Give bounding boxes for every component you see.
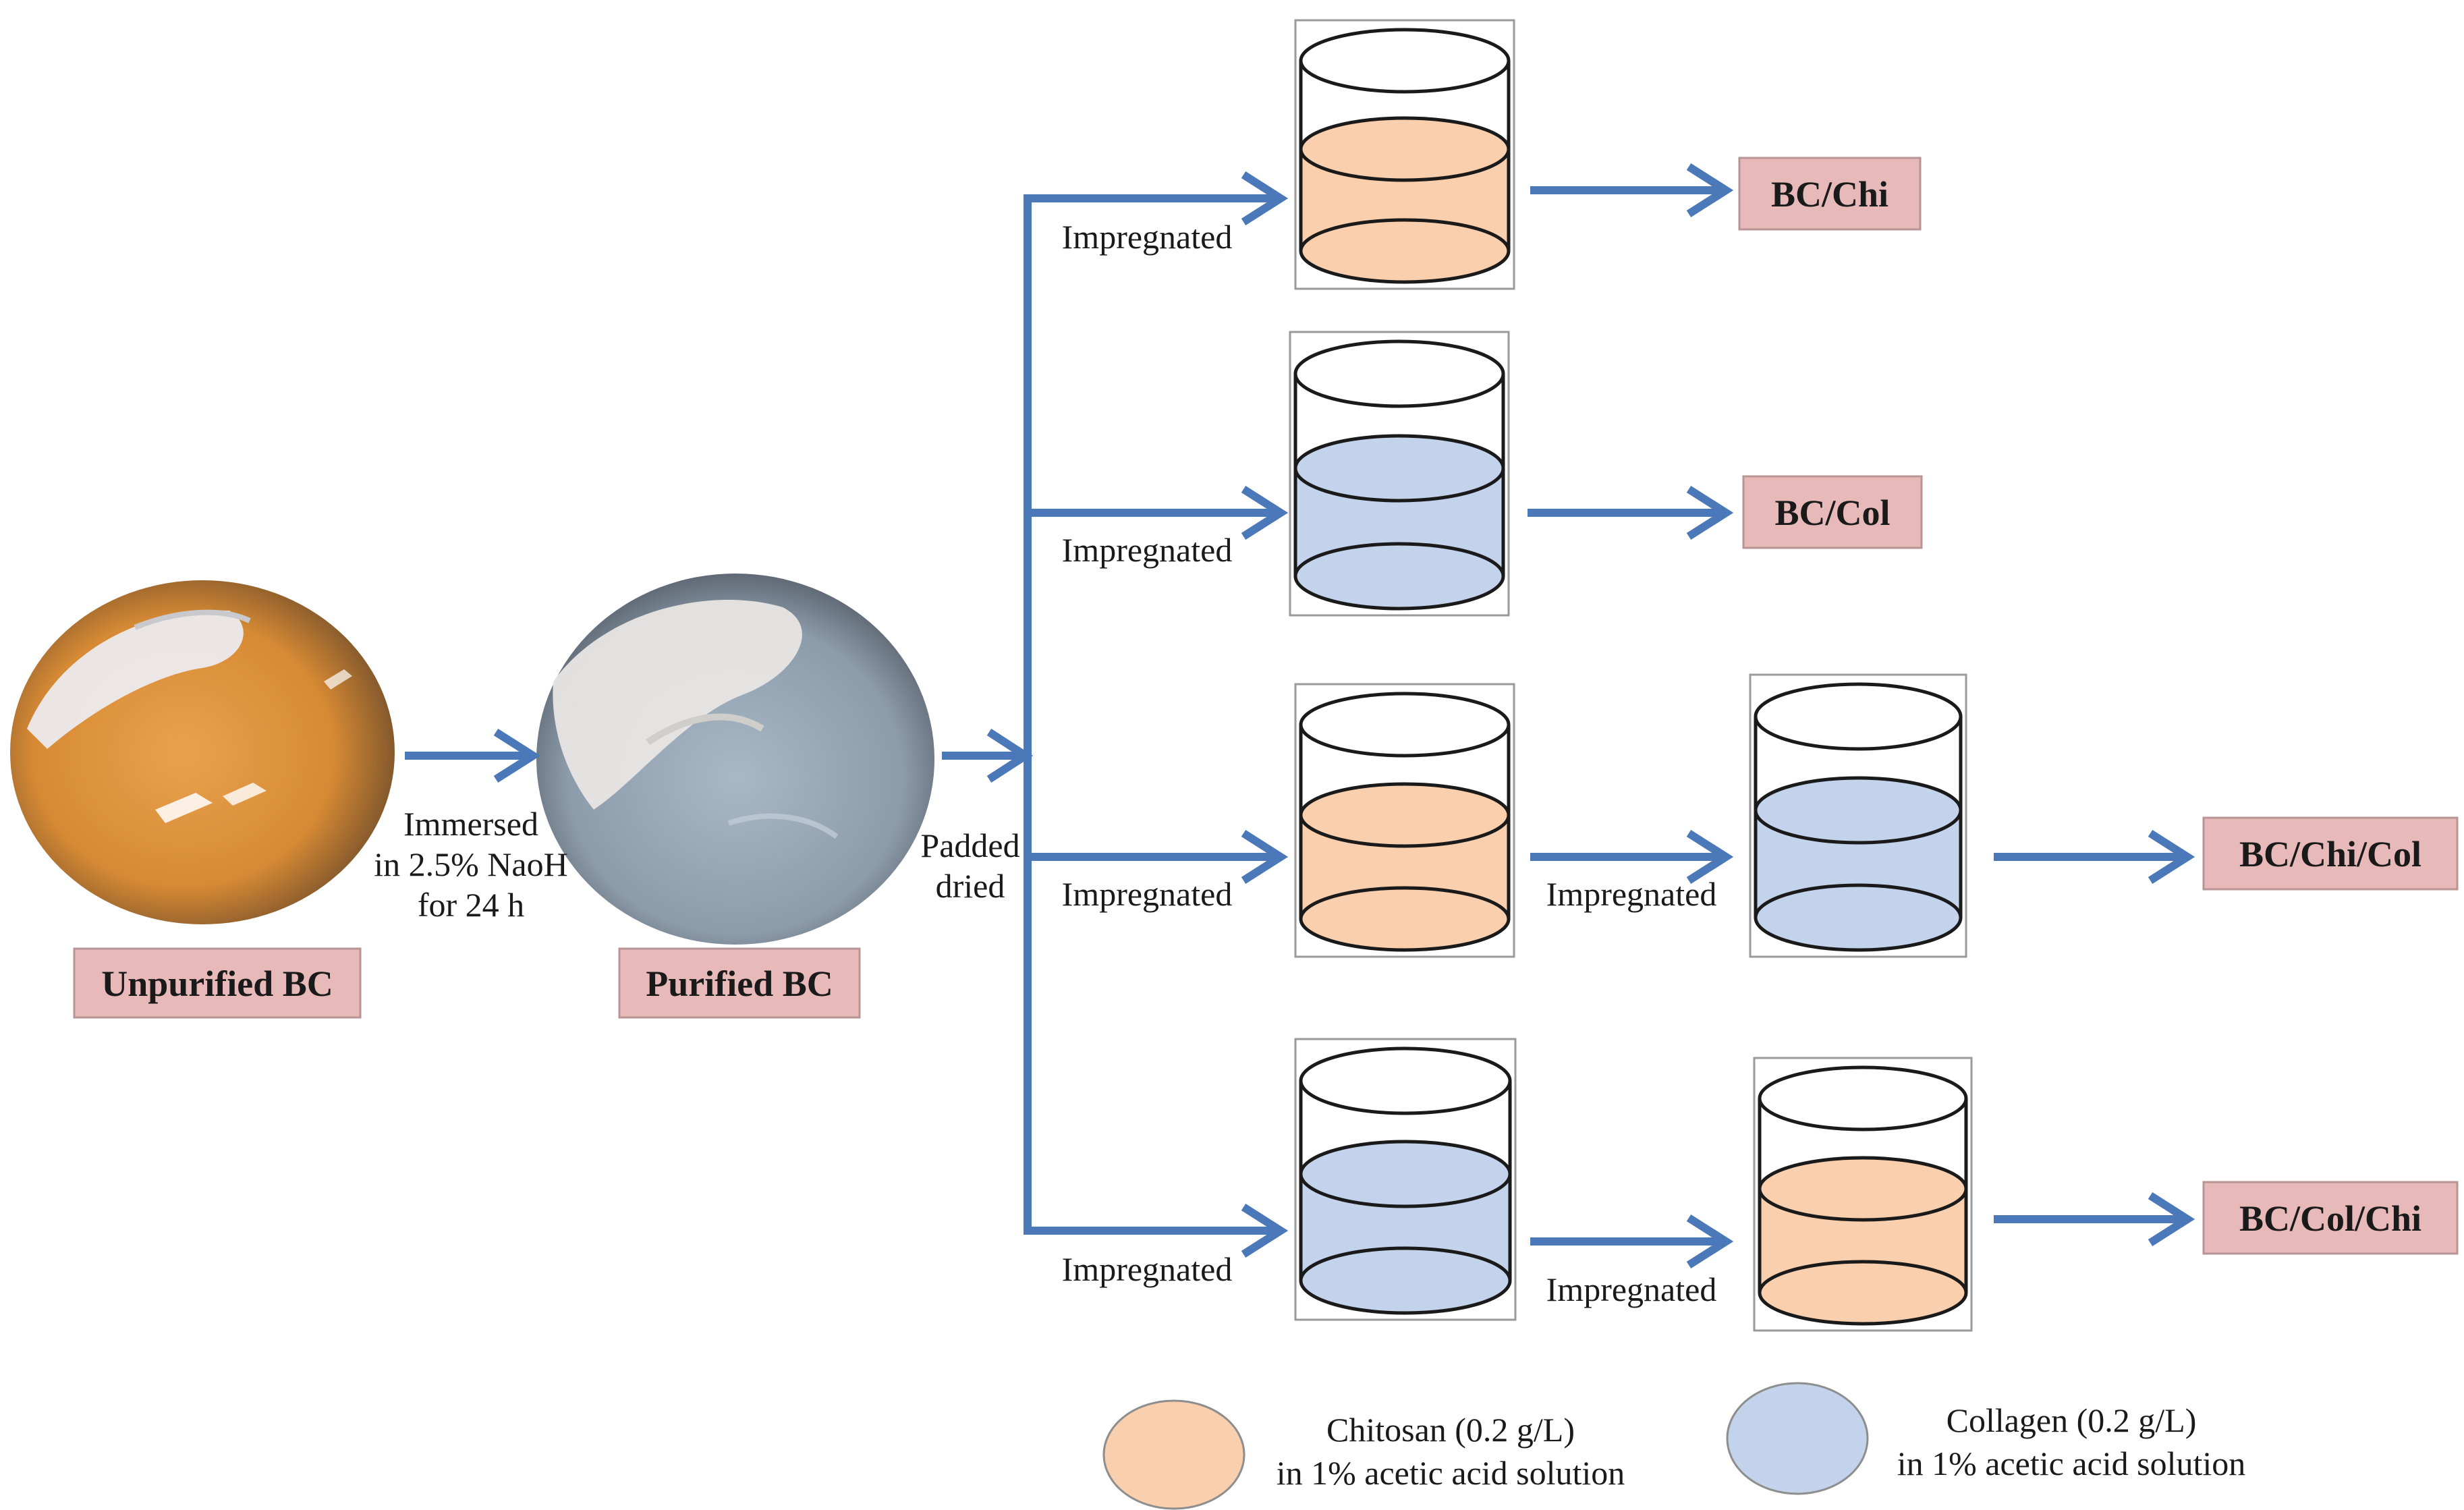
impregnated-label-4: Impregnated — [1062, 1250, 1233, 1288]
immersion-arrow — [405, 728, 541, 783]
arrow-to-product-1 — [1530, 163, 1734, 218]
legend-chitosan-swatch — [1102, 1399, 1245, 1510]
unpurified-bc-label-box — [73, 947, 362, 1019]
beaker-chitosan-4b — [1753, 1057, 1973, 1332]
impregnated-label-1: Impregnated — [1062, 218, 1233, 256]
product-label-bc-chi-col: BC/Chi/Col — [2239, 834, 2421, 874]
immersion-label-line1: Immersed — [403, 805, 538, 843]
impregnated-label-6: Impregnated — [1546, 1270, 1717, 1308]
branch-arrow-2 — [1024, 485, 1289, 540]
legend-collagen-swatch — [1726, 1382, 1869, 1495]
legend-collagen-line2: in 1% acetic acid solution — [1897, 1445, 2246, 1482]
arrow-to-second-beaker-3 — [1530, 829, 1734, 885]
legend: Chitosan (0.2 g/L) in 1% acetic acid sol… — [1102, 1382, 2246, 1510]
beaker-chitosan-3 — [1294, 683, 1515, 958]
arrow-to-product-4 — [1994, 1192, 2195, 1247]
product-box-bc-col — [1742, 475, 1923, 549]
purified-bc-label-box — [618, 947, 861, 1019]
legend-collagen-line1: Collagen (0.2 g/L) — [1947, 1401, 2197, 1439]
branch-arrow-3 — [1024, 829, 1289, 885]
drying-label-line1: Padded — [920, 827, 1019, 864]
beaker-chitosan-1 — [1294, 19, 1515, 290]
product-box-bc-chi-col — [2202, 816, 2459, 891]
product-box-bc-col-chi — [2202, 1181, 2459, 1255]
drying-arrow — [942, 728, 1034, 783]
product-label-bc-col: BC/Col — [1774, 493, 1890, 533]
immersion-label-line2: in 2.5% NaoH — [374, 845, 567, 883]
unpurified-bc-photo — [10, 580, 395, 924]
beaker-collagen-4 — [1294, 1038, 1517, 1321]
product-label-bc-chi: BC/Chi — [1771, 174, 1888, 215]
legend-chitosan-line1: Chitosan (0.2 g/L) — [1326, 1411, 1575, 1449]
arrow-to-product-3 — [1994, 829, 2195, 885]
arrow-to-product-2 — [1528, 485, 1734, 540]
arrow-to-second-beaker-4 — [1530, 1214, 1734, 1269]
drying-label-line2: dried — [936, 867, 1005, 905]
beaker-collagen-2 — [1289, 331, 1510, 617]
branch-arrow-4 — [1024, 1203, 1289, 1258]
product-label-bc-col-chi: BC/Col/Chi — [2239, 1198, 2421, 1239]
impregnated-label-2: Impregnated — [1062, 531, 1233, 569]
purified-bc-label: Purified BC — [646, 963, 833, 1004]
purified-bc-photo — [536, 574, 934, 945]
beaker-collagen-3b — [1749, 673, 1967, 958]
product-box-bc-chi — [1738, 157, 1922, 231]
unpurified-bc-label: Unpurified BC — [101, 963, 333, 1004]
impregnated-label-5: Impregnated — [1546, 875, 1717, 913]
immersion-label-line3: for 24 h — [418, 886, 524, 924]
beakers-group — [1289, 19, 1973, 1332]
impregnated-label-3: Impregnated — [1062, 875, 1233, 913]
branch-arrow-1 — [1024, 171, 1289, 226]
legend-chitosan-line2: in 1% acetic acid solution — [1277, 1454, 1625, 1492]
